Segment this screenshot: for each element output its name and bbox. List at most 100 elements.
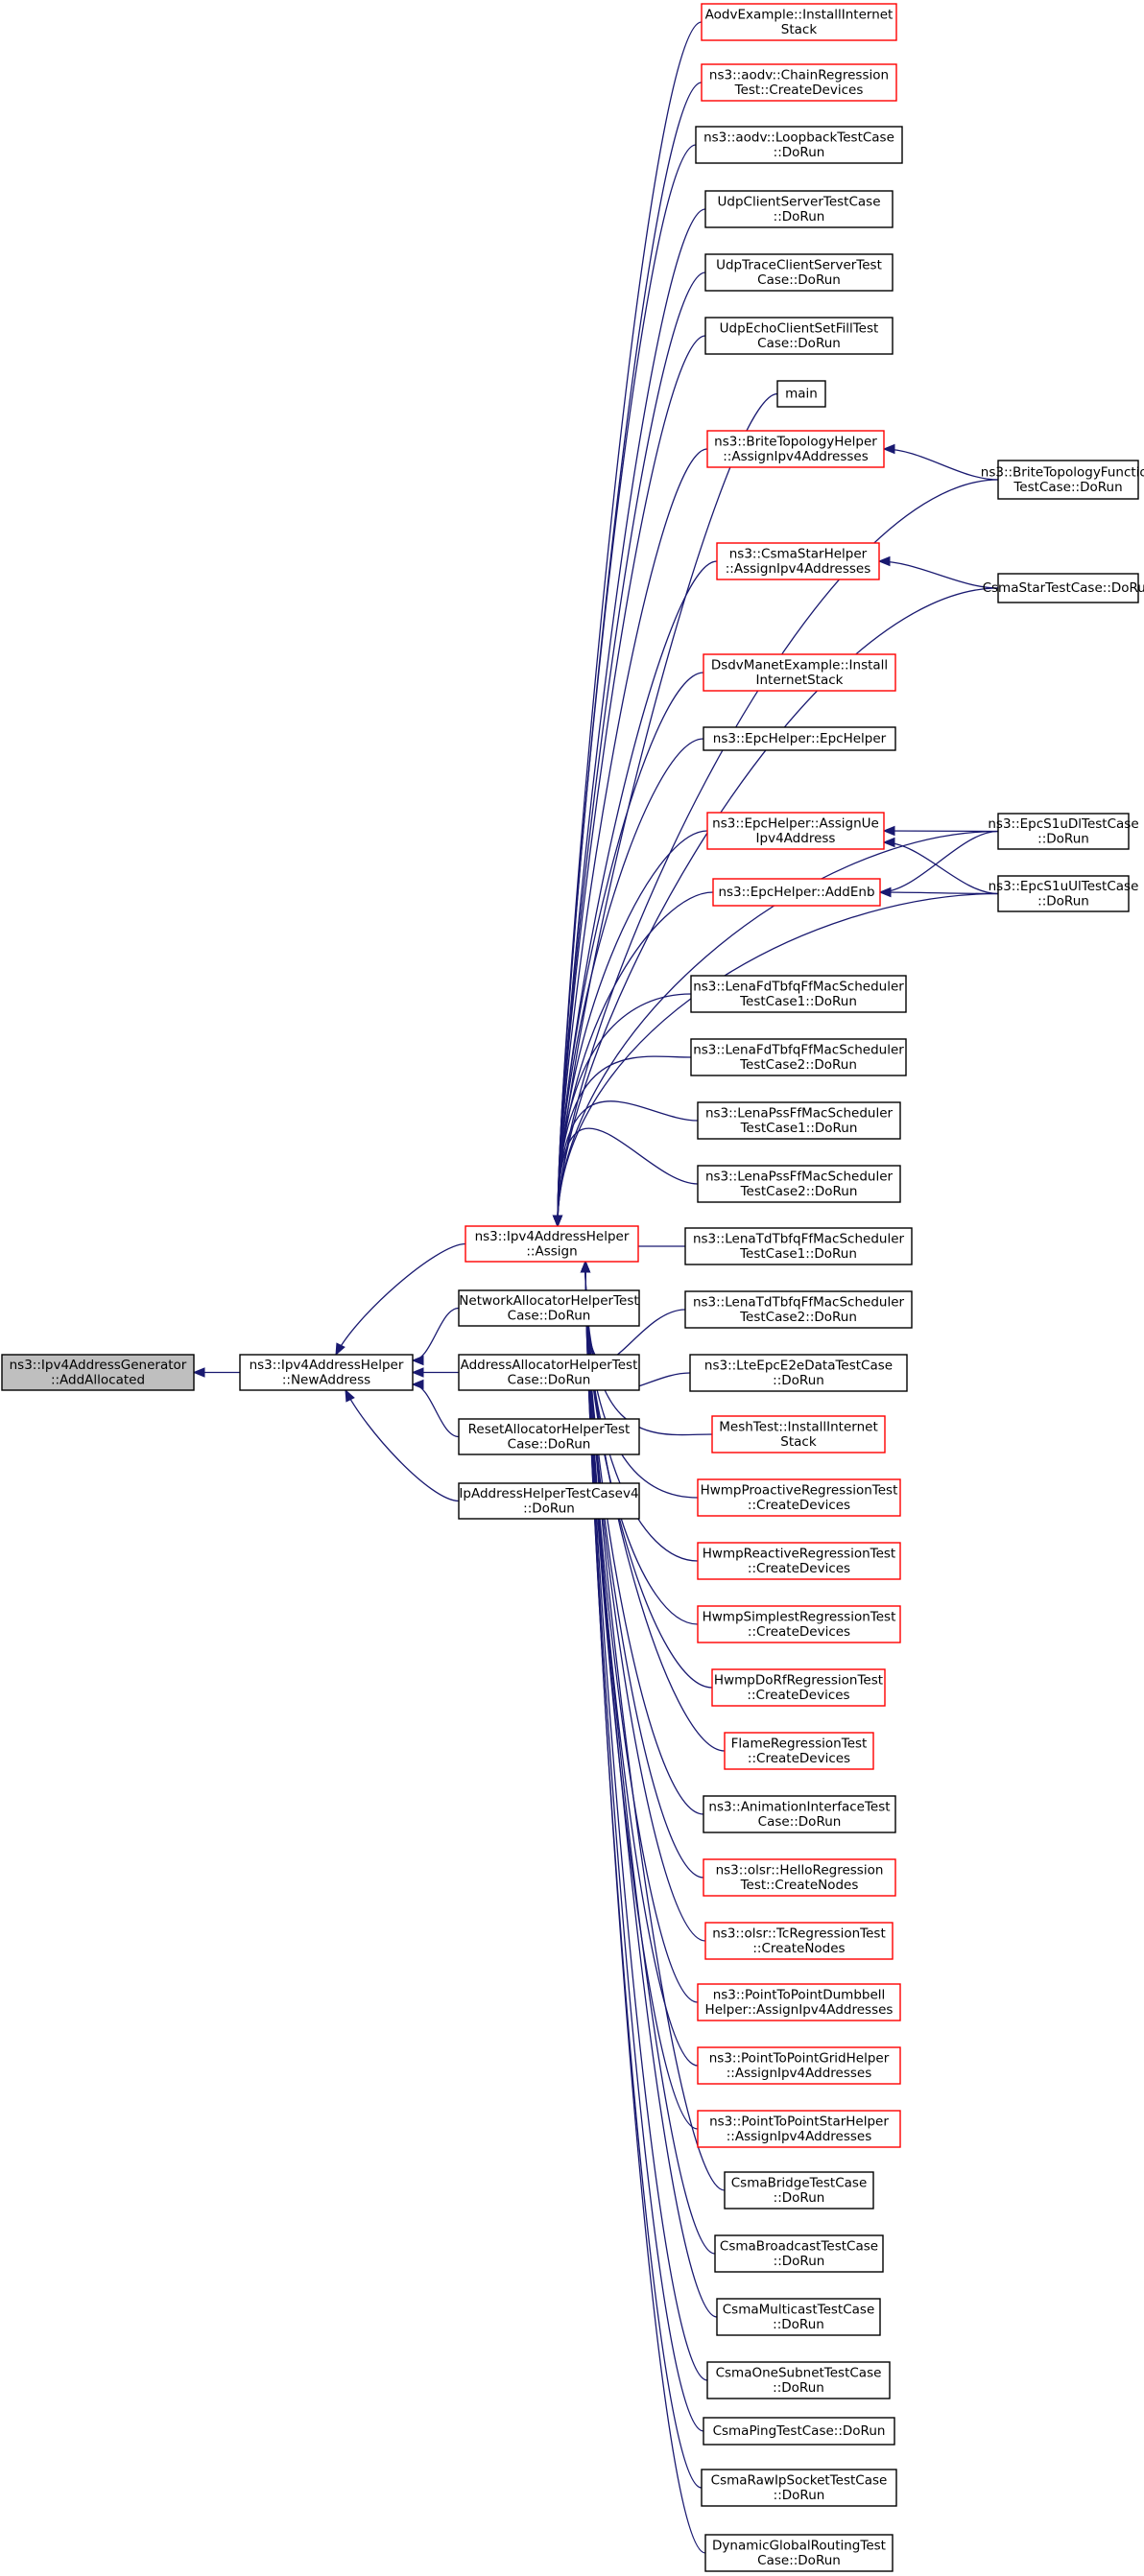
- node-label: HwmpSimplestRegressionTest: [703, 1609, 896, 1624]
- arrowhead: [882, 837, 895, 848]
- node-box: [711, 1415, 886, 1453]
- node-box: [684, 1290, 913, 1329]
- arrowhead: [345, 1388, 355, 1403]
- node-label: NetworkAllocatorHelperTest: [459, 1293, 638, 1309]
- node-label: ns3::CsmaStarHelper: [729, 546, 868, 561]
- node-box: [697, 1983, 901, 2021]
- node-c13[interactable]: ns3::LenaFdTbfqFfMacSchedulerTestCase1::…: [690, 975, 907, 1013]
- node-box: [997, 813, 1130, 850]
- node-label: ns3::Ipv4AddressGenerator: [10, 1358, 187, 1373]
- node-root[interactable]: ns3::Ipv4AddressGenerator::AddAllocated: [1, 1354, 195, 1391]
- node-box: [697, 1165, 901, 1203]
- node-c37[interactable]: CsmaRawIpSocketTestCase::DoRun: [701, 2469, 897, 2507]
- edge-r3-to-c12: [879, 830, 999, 893]
- node-box: [711, 1668, 886, 1707]
- node-box: [997, 573, 1139, 603]
- node-label: ns3::LenaTdTbfqFfMacScheduler: [693, 1231, 905, 1246]
- node-c31[interactable]: ns3::PointToPointStarHelper::AssignIpv4A…: [697, 2110, 901, 2148]
- node-box: [703, 653, 896, 692]
- node-box: [695, 126, 903, 164]
- node-label: ::CreateNodes: [752, 1941, 845, 1956]
- arrowhead: [411, 1379, 424, 1390]
- arrowhead: [877, 555, 891, 567]
- edge-c20-to-assign: [584, 1261, 713, 1436]
- node-c33[interactable]: CsmaBroadcastTestCase::DoRun: [714, 2234, 884, 2273]
- edge-iph-to-newaddr: [345, 1389, 460, 1502]
- arrowhead: [580, 1260, 591, 1273]
- node-c7[interactable]: ns3::BriteTopologyHelper::AssignIpv4Addr…: [706, 430, 885, 468]
- edge-c15-to-assign: [557, 1100, 699, 1227]
- node-label: MeshTest::InstallInternet: [719, 1419, 877, 1434]
- node-c12[interactable]: ns3::EpcHelper::AddEnb: [712, 878, 881, 907]
- node-c25[interactable]: FlameRegressionTest::CreateDevices: [724, 1732, 874, 1770]
- node-label: ns3::EpcHelper::EpcHelper: [713, 731, 887, 746]
- node-box: [458, 1418, 640, 1455]
- node-c27[interactable]: ns3::olsr::HelloRegressionTest::CreateNo…: [703, 1858, 896, 1897]
- node-c6[interactable]: main: [776, 380, 826, 408]
- node-label: ns3::olsr::HelloRegression: [716, 1862, 884, 1878]
- edge-c2-to-assign: [557, 144, 697, 1227]
- node-label: Case::DoRun: [508, 1436, 591, 1452]
- node-c35[interactable]: CsmaOneSubnetTestCase::DoRun: [706, 2361, 891, 2399]
- node-c24[interactable]: HwmpDoRfRegressionTest::CreateDevices: [711, 1668, 886, 1707]
- node-label: Helper::AssignIpv4Addresses: [705, 2002, 894, 2018]
- node-c1[interactable]: ns3::aodv::ChainRegressionTest::CreateDe…: [701, 63, 897, 102]
- node-iph[interactable]: IpAddressHelperTestCasev4::DoRun: [458, 1482, 640, 1520]
- node-c10[interactable]: ns3::EpcHelper::EpcHelper: [703, 726, 896, 751]
- node-label: ::DoRun: [774, 2488, 825, 2503]
- node-label: TestCase::DoRun: [1013, 480, 1122, 495]
- arrowhead: [411, 1367, 424, 1378]
- edge-c16-to-assign: [557, 1127, 699, 1227]
- node-c36[interactable]: CsmaPingTestCase::DoRun: [703, 2417, 895, 2446]
- node-c15[interactable]: ns3::LenaPssFfMacSchedulerTestCase1::DoR…: [697, 1101, 901, 1140]
- node-box: [703, 1795, 896, 1833]
- node-c30[interactable]: ns3::PointToPointGridHelper::AssignIpv4A…: [697, 2046, 901, 2085]
- node-box: [458, 1354, 640, 1391]
- node-box: [704, 317, 894, 355]
- node-r2[interactable]: CsmaStarTestCase::DoRun: [983, 573, 1144, 603]
- node-label: TestCase2::DoRun: [739, 1057, 857, 1073]
- node-label: ns3::olsr::TcRegressionTest: [712, 1926, 886, 1941]
- node-c32[interactable]: CsmaBridgeTestCase::DoRun: [724, 2171, 874, 2210]
- node-r1[interactable]: ns3::BriteTopologyFunctionTestCase::DoRu…: [981, 460, 1144, 500]
- node-label: ns3::PointToPointStarHelper: [709, 2114, 889, 2129]
- edge-c7-to-assign: [557, 448, 708, 1227]
- node-c23[interactable]: HwmpSimplestRegressionTest::CreateDevice…: [697, 1605, 901, 1643]
- node-label: Case::DoRun: [757, 336, 841, 351]
- node-c19[interactable]: ns3::LteEpcE2eDataTestCase::DoRun: [689, 1354, 908, 1392]
- node-c34[interactable]: CsmaMulticastTestCase::DoRun: [716, 2298, 881, 2336]
- node-c22[interactable]: HwmpReactiveRegressionTest::CreateDevice…: [697, 1542, 901, 1580]
- node-r4[interactable]: ns3::EpcS1uUlTestCase::DoRun: [989, 875, 1139, 912]
- node-box: [697, 1605, 901, 1643]
- edge-nah-to-newaddr: [412, 1307, 460, 1361]
- node-label: HwmpDoRfRegressionTest: [714, 1672, 883, 1688]
- node-c2[interactable]: ns3::aodv::LoopbackTestCase::DoRun: [695, 126, 903, 164]
- node-r3[interactable]: ns3::EpcS1uDlTestCase::DoRun: [988, 813, 1139, 850]
- edges-layer: [192, 21, 999, 2554]
- node-assign[interactable]: ns3::Ipv4AddressHelper::Assign: [465, 1225, 639, 1263]
- nodes-layer: ns3::Ipv4AddressGenerator::AddAllocatedn…: [1, 3, 1144, 2572]
- node-c29[interactable]: ns3::PointToPointDumbbellHelper::AssignI…: [697, 1983, 901, 2021]
- node-c18[interactable]: ns3::LenaTdTbfqFfMacSchedulerTestCase2::…: [684, 1290, 913, 1329]
- node-newaddr[interactable]: ns3::Ipv4AddressHelper::NewAddress: [239, 1354, 414, 1391]
- node-c14[interactable]: ns3::LenaFdTbfqFfMacSchedulerTestCase2::…: [690, 1038, 907, 1076]
- node-c28[interactable]: ns3::olsr::TcRegressionTest::CreateNodes: [704, 1922, 894, 1960]
- node-c17[interactable]: ns3::LenaTdTbfqFfMacSchedulerTestCase1::…: [684, 1227, 913, 1265]
- node-label: ::CreateDevices: [748, 1561, 850, 1576]
- node-c21[interactable]: HwmpProactiveRegressionTest::CreateDevic…: [697, 1478, 901, 1517]
- node-label: TestCase1::DoRun: [739, 994, 857, 1009]
- node-c3[interactable]: UdpClientServerTestCase::DoRun: [704, 190, 894, 228]
- node-c16[interactable]: ns3::LenaPssFfMacSchedulerTestCase2::DoR…: [697, 1165, 901, 1203]
- node-c8[interactable]: ns3::CsmaStarHelper::AssignIpv4Addresses: [716, 542, 880, 580]
